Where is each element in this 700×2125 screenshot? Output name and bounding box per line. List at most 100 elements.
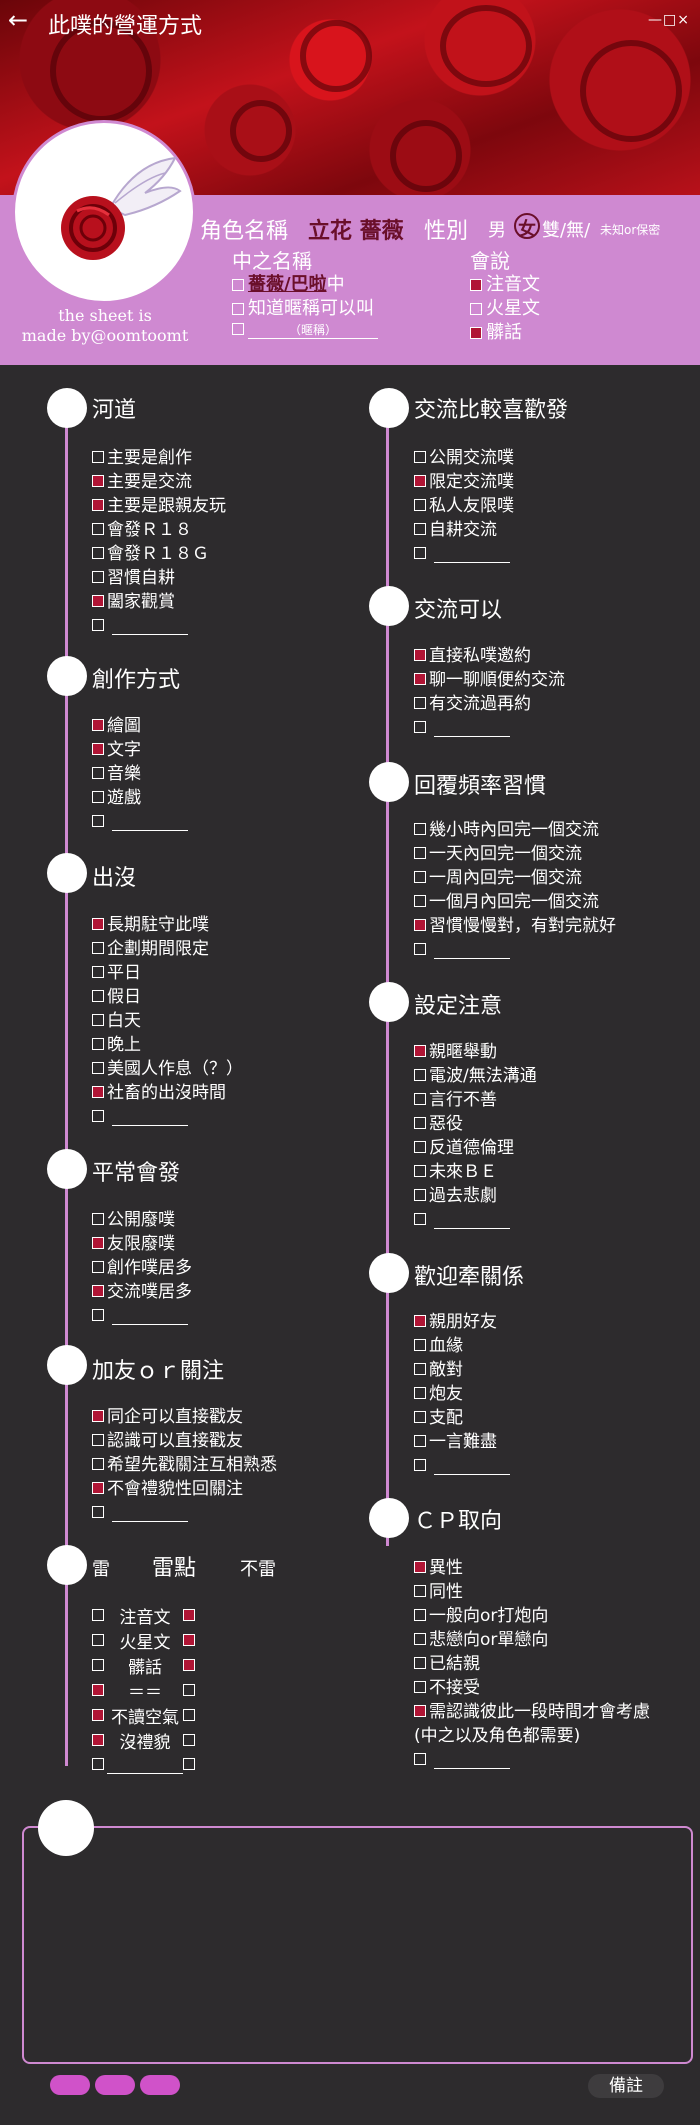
list-item[interactable]: 已結親	[414, 1652, 650, 1676]
list-item[interactable]: 主要是跟親友玩	[92, 494, 226, 518]
list-item[interactable]: 假日	[92, 985, 243, 1009]
checkbox[interactable]	[414, 919, 426, 931]
list-item[interactable]: 自耕交流	[414, 518, 514, 542]
checkbox[interactable]	[414, 1363, 426, 1375]
trigger-blank-row[interactable]	[92, 1753, 198, 1777]
blank-option[interactable]	[414, 716, 565, 740]
checkbox[interactable]	[414, 823, 426, 835]
checkbox[interactable]	[92, 1014, 104, 1026]
list-item[interactable]: 會發Ｒ１８Ｇ	[92, 542, 226, 566]
list-item[interactable]: 文字	[92, 738, 188, 762]
list-item[interactable]: 公開交流噗	[414, 446, 514, 470]
no-trigger-checkbox[interactable]	[183, 1683, 195, 1696]
blank-line[interactable]	[112, 1308, 189, 1325]
list-item[interactable]: 會發Ｒ１８	[92, 518, 226, 542]
checkbox[interactable]	[414, 451, 426, 463]
no-trigger-checkbox[interactable]	[183, 1758, 195, 1770]
checkbox[interactable]	[92, 719, 104, 731]
checkbox[interactable]	[92, 523, 104, 535]
list-item[interactable]: 幾小時內回完一個交流	[414, 818, 616, 842]
checkbox[interactable]	[414, 1435, 426, 1447]
blank-line[interactable]	[434, 546, 511, 563]
list-item[interactable]: 繪圖	[92, 714, 188, 738]
blank-line[interactable]	[434, 1752, 511, 1769]
nick1-checkbox[interactable]	[232, 279, 244, 291]
checkbox[interactable]	[414, 1411, 426, 1423]
checkbox[interactable]	[414, 1165, 426, 1177]
blank-option[interactable]	[414, 938, 616, 962]
blank-line[interactable]	[434, 942, 511, 959]
list-item[interactable]: 平日	[92, 961, 243, 985]
list-item[interactable]: 電波/無法溝通	[414, 1064, 537, 1088]
checkbox[interactable]	[92, 990, 104, 1002]
checkbox[interactable]	[92, 547, 104, 559]
list-item[interactable]: 習慣自耕	[92, 566, 226, 590]
checkbox[interactable]	[92, 942, 104, 954]
list-item[interactable]: 言行不善	[414, 1088, 537, 1112]
list-item[interactable]: 企劃期間限定	[92, 937, 243, 961]
checkbox[interactable]	[414, 1585, 426, 1597]
checkbox[interactable]	[92, 743, 104, 755]
checkbox[interactable]	[92, 1482, 104, 1494]
checkbox[interactable]	[414, 1657, 426, 1669]
blank-option[interactable]	[92, 810, 189, 834]
blank-option[interactable]	[414, 1454, 511, 1478]
list-item[interactable]: 炮友	[414, 1382, 510, 1406]
list-item[interactable]: 晚上	[92, 1033, 243, 1057]
checkbox[interactable]	[414, 1339, 426, 1351]
gender-female-option[interactable]: 女	[518, 219, 536, 240]
list-item[interactable]: 私人友限噗	[414, 494, 514, 518]
list-item[interactable]: 聊一聊順便約交流	[414, 668, 565, 692]
checkbox[interactable]	[414, 649, 426, 661]
checkbox[interactable]	[414, 1069, 426, 1081]
checkbox[interactable]	[92, 1309, 104, 1321]
pink-tab-1[interactable]	[50, 2075, 90, 2095]
list-item[interactable]: 主要是交流	[92, 470, 226, 494]
blank-line[interactable]	[434, 720, 511, 737]
checkbox[interactable]	[414, 1189, 426, 1201]
trigger-checkbox[interactable]	[92, 1708, 104, 1721]
back-arrow-icon[interactable]: ←	[8, 6, 29, 34]
checkbox[interactable]	[414, 1609, 426, 1621]
no-trigger-checkbox[interactable]	[183, 1608, 195, 1621]
checkbox[interactable]	[92, 791, 104, 803]
checkbox[interactable]	[414, 547, 426, 559]
list-item[interactable]: 公開廢噗	[92, 1208, 192, 1232]
list-item[interactable]: 過去悲劇	[414, 1184, 537, 1208]
nick3-checkbox[interactable]	[232, 323, 244, 335]
list-item[interactable]: 直接私噗邀約	[414, 644, 565, 668]
lang1-checkbox[interactable]	[470, 279, 482, 291]
list-item[interactable]: 親朋好友	[414, 1310, 510, 1334]
list-item[interactable]: 支配	[414, 1406, 510, 1430]
checkbox[interactable]	[414, 1681, 426, 1693]
blank-line[interactable]	[112, 1505, 189, 1522]
checkbox[interactable]	[414, 871, 426, 883]
checkbox[interactable]	[92, 595, 104, 607]
trigger-checkbox[interactable]	[92, 1633, 104, 1646]
list-item[interactable]: 一周內回完一個交流	[414, 866, 616, 890]
list-item[interactable]: 習慣慢慢對，有對完就好	[414, 914, 616, 938]
checkbox[interactable]	[92, 1261, 104, 1273]
trigger-checkbox[interactable]	[92, 1683, 104, 1696]
list-item[interactable]: 認識可以直接戳友	[92, 1429, 277, 1453]
checkbox[interactable]	[92, 475, 104, 487]
list-item[interactable]: 不接受	[414, 1676, 650, 1700]
checkbox[interactable]	[414, 1387, 426, 1399]
list-item[interactable]: 同性	[414, 1580, 650, 1604]
checkbox[interactable]	[92, 1237, 104, 1249]
checkbox[interactable]	[414, 1141, 426, 1153]
checkbox[interactable]	[92, 499, 104, 511]
trigger-checkbox[interactable]	[92, 1758, 104, 1770]
checkbox[interactable]	[414, 1753, 426, 1765]
list-item[interactable]: 主要是創作	[92, 446, 226, 470]
checkbox[interactable]	[414, 1213, 426, 1225]
list-item[interactable]: 悲戀向or單戀向	[414, 1628, 650, 1652]
list-item[interactable]: 血緣	[414, 1334, 510, 1358]
checkbox[interactable]	[92, 571, 104, 583]
blank-line[interactable]	[112, 814, 189, 831]
blank-option[interactable]	[92, 1105, 243, 1129]
blank-option[interactable]	[414, 1208, 537, 1232]
checkbox[interactable]	[92, 1086, 104, 1098]
checkbox[interactable]	[92, 1062, 104, 1074]
list-item[interactable]: 不會禮貌性回關注	[92, 1477, 277, 1501]
